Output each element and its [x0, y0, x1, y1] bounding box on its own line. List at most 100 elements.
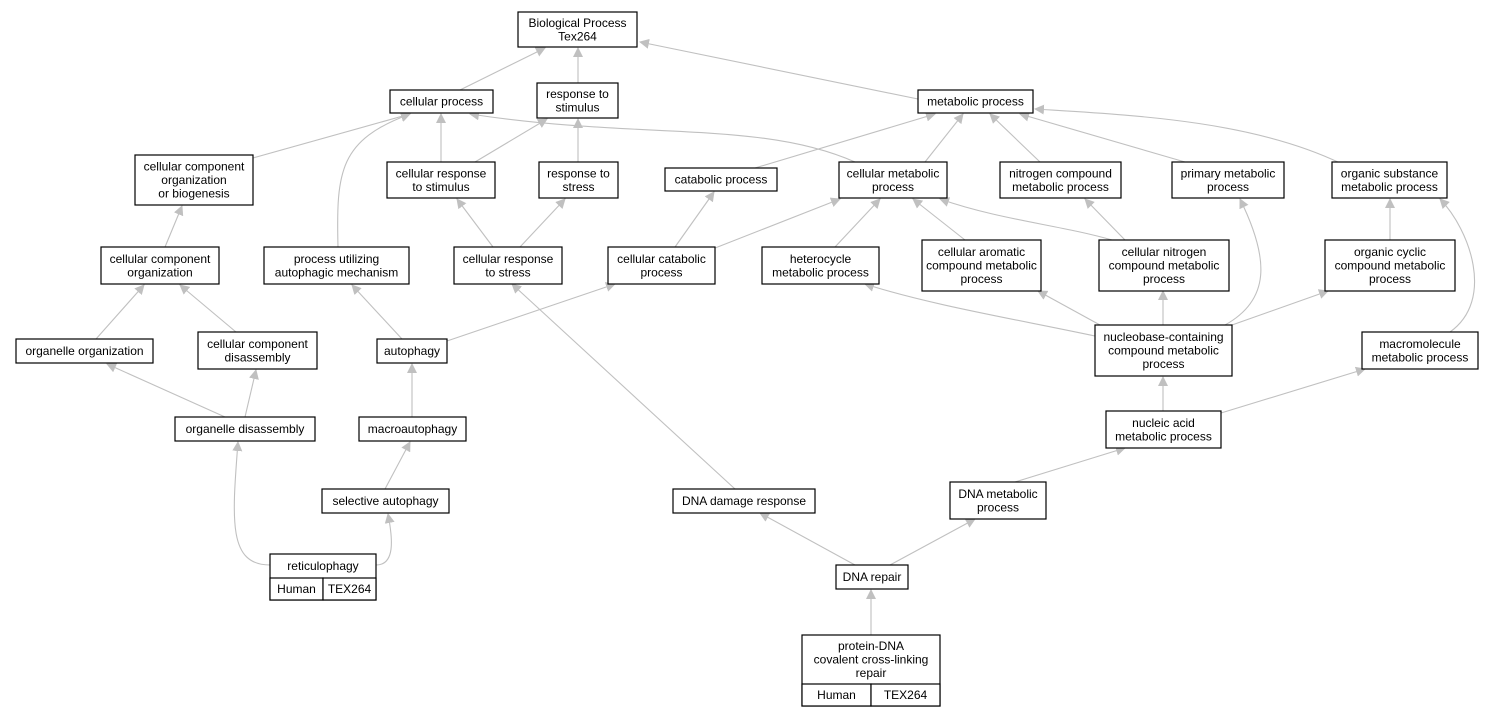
edge-cellular-catabolic-process-to-catabolic-process — [674, 191, 715, 248]
node-label-line: cellular metabolic — [847, 166, 940, 180]
node-label-line: cellular response — [396, 166, 487, 180]
node-box — [536, 82, 619, 119]
node-box — [321, 488, 450, 514]
node-organelle-organization[interactable]: organelle organization — [15, 338, 154, 364]
node-box — [672, 488, 816, 514]
node-label-line: process — [1369, 272, 1411, 286]
edge-reticulophagy-to-organelle-disassembly — [232, 441, 271, 566]
node-box — [100, 246, 220, 285]
species-label: Human — [817, 688, 856, 702]
species-label: Human — [277, 582, 316, 596]
node-label-line: nucleic acid — [1132, 416, 1195, 430]
node-dna-damage-response[interactable]: DNA damage response — [672, 488, 816, 514]
edge-macromolecule-mp-to-organic-substance-mp — [1439, 198, 1475, 333]
node-box — [376, 338, 448, 364]
node-label-line: cellular response — [463, 252, 554, 266]
node-label-line: covalent cross-linking — [814, 653, 929, 667]
node-box — [917, 89, 1034, 114]
node-label-line: metabolic process — [1372, 350, 1469, 364]
node-box — [389, 89, 494, 114]
edge-dna-damage-response-to-cellular-response-to-stress — [511, 283, 736, 490]
node-label-line: compound metabolic — [1108, 344, 1219, 358]
node-box — [263, 246, 410, 285]
edge-process-utilizing-autophagic-to-cellular-process — [337, 112, 411, 248]
gene-cell — [870, 683, 941, 707]
node-label-line: process — [1142, 357, 1184, 371]
node-metabolic-process[interactable]: metabolic process — [917, 89, 1034, 114]
node-box — [1094, 324, 1233, 377]
node-dna-repair[interactable]: DNA repair — [835, 564, 909, 590]
node-label-line: process — [1207, 180, 1249, 194]
edge-cellular-response-to-stress-to-cellular-response-to-stimulus — [456, 198, 494, 248]
edge-cellular-aromatic-cmp-to-cellular-metabolic-process — [912, 198, 966, 241]
gene-cell — [322, 577, 377, 601]
edge-nucleobase-containing-cmp-to-heterocycle-mp — [864, 282, 1096, 337]
node-label-line: cellular aromatic — [938, 245, 1025, 259]
node-label-line: organelle disassembly — [186, 422, 305, 436]
node-label-line: metabolic process — [927, 95, 1024, 109]
edge-reticulophagy-to-selective-autophagy — [375, 513, 395, 566]
edge-autophagy-to-cellular-catabolic-process — [446, 282, 616, 342]
node-autophagy[interactable]: autophagy — [376, 338, 448, 364]
edge-layer — [95, 38, 1475, 635]
edge-selective-autophagy-to-macroautophagy — [384, 441, 411, 490]
node-box — [15, 338, 154, 364]
node-cellular-process[interactable]: cellular process — [389, 89, 494, 114]
node-label-line: catabolic process — [675, 173, 768, 187]
node-organelle-disassembly[interactable]: organelle disassembly — [174, 416, 316, 442]
edge-dna-metabolic-process-to-nucleic-acid-mp — [1014, 445, 1126, 483]
node-box — [134, 154, 254, 206]
node-label-line: organic cyclic — [1354, 245, 1426, 259]
node-label-line: organelle organization — [25, 344, 143, 358]
gene-label: TEX264 — [328, 582, 372, 596]
node-label-line: cellular component — [144, 160, 245, 174]
node-box — [1098, 239, 1230, 292]
edge-cellular-nitrogen-cmp-to-cellular-metabolic-process — [939, 197, 1113, 241]
node-label-line: to stress — [485, 265, 530, 279]
node-label-line: organization — [161, 173, 226, 187]
node-label-line: Biological Process — [528, 16, 626, 30]
node-label-line: DNA damage response — [682, 494, 806, 508]
node-label-line: or biogenesis — [158, 187, 229, 201]
node-label-line: response to — [547, 166, 610, 180]
edge-cellular-nitrogen-cmp-to-nitrogen-compound-mp — [1084, 198, 1126, 241]
node-catabolic-process[interactable]: catabolic process — [664, 167, 778, 192]
edge-nucleobase-containing-cmp-to-primary-mp — [1224, 198, 1262, 326]
node-selective-autophagy[interactable]: selective autophagy — [321, 488, 450, 514]
node-label-line: cellular component — [110, 252, 211, 266]
edge-organelle-disassembly-to-cc-disassembly — [244, 369, 259, 418]
node-label-line: primary metabolic — [1181, 166, 1276, 180]
node-label-line: protein-DNA — [838, 639, 904, 653]
node-macroautophagy[interactable]: macroautophagy — [358, 416, 467, 442]
edge-cellular-catabolic-process-to-cellular-metabolic-process — [709, 197, 841, 251]
node-label-line: organic substance — [1341, 166, 1439, 180]
node-label-line: compound metabolic — [1335, 259, 1446, 273]
node-label-line: process — [872, 180, 914, 194]
